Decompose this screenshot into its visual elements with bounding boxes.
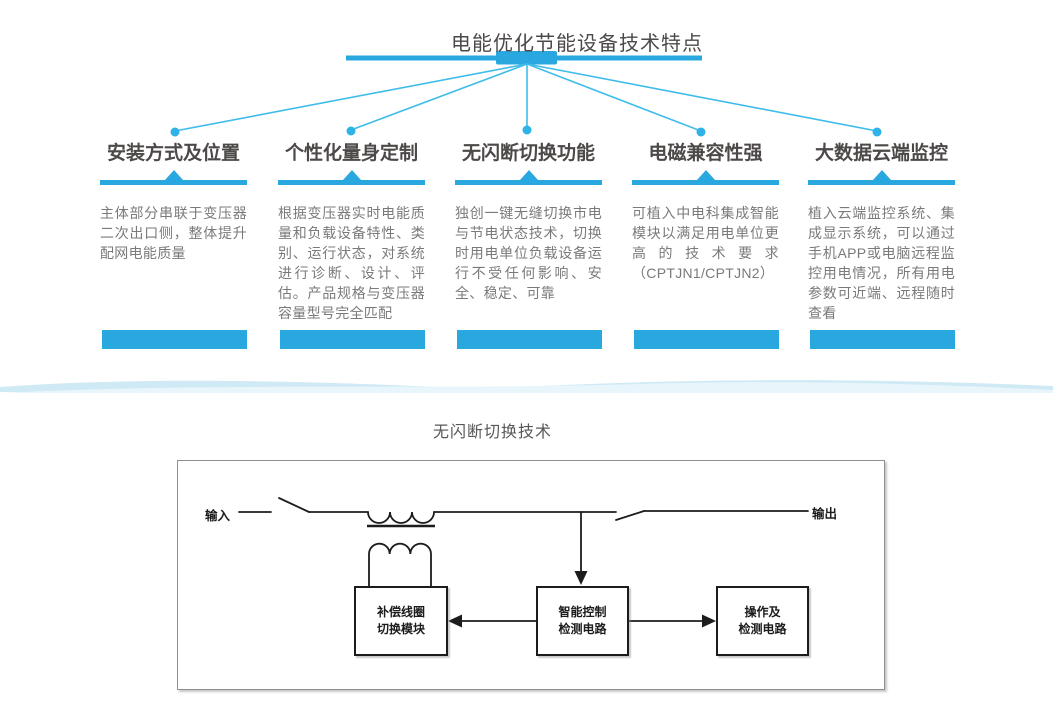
feature-title: 电磁兼容性强 (648, 143, 763, 164)
section-title: 无闪断切换技术 (433, 424, 553, 441)
switch-blade-left-icon (278, 497, 310, 513)
arrowheads (448, 571, 716, 628)
pointer-up-icon (164, 170, 183, 180)
feature-title: 大数据云端监控 (814, 143, 948, 164)
page-title: 电能优化节能设备技术特点 (451, 33, 703, 55)
control-circuit-box: 智能控制 检测电路 (536, 586, 629, 656)
feature-underline-bar (634, 330, 779, 349)
header-underline (632, 180, 779, 185)
feature-card: 个性化量身定制 根据变压器实时电能质量和负载设备特性、类别、运行状态，对系统进行… (278, 136, 425, 350)
output-label: 输出 (812, 507, 838, 521)
feature-description: 独创一键无缝切换市电与节电状态技术，切换时用电单位负载设备运行不受任何影响、安全… (455, 205, 602, 301)
arrow-down-icon (574, 571, 588, 585)
header-underline (278, 180, 425, 185)
section-divider-wave (0, 380, 1053, 393)
pointer-up-icon (696, 170, 715, 180)
header-underline (455, 180, 602, 185)
feature-card: 无闪断切换功能 独创一键无缝切换市电与节电状态技术，切换时用电单位负载设备运行不… (455, 136, 602, 350)
arrow-left-icon (448, 614, 462, 628)
secondary-coil-icon (368, 542, 432, 587)
feature-underline-bar (810, 330, 955, 349)
feature-card: 大数据云端监控 植入云端监控系统、集成显示系统，可以通过手机APP或电脑远程监控… (808, 136, 955, 350)
coil-module-box: 补偿线圈 切换模块 (354, 586, 448, 656)
feature-description: 可植入中电科集成智能模块以满足用电单位更高的技术要求（CPTJN1/CPTJN2… (632, 205, 779, 281)
feature-underline-bar (102, 330, 247, 349)
pointer-up-icon (519, 170, 538, 180)
feature-description: 根据变压器实时电能质量和负载设备特性、类别、运行状态，对系统进行诊断、设计、评估… (278, 205, 425, 321)
pointer-up-icon (342, 170, 361, 180)
hub-node (496, 51, 557, 65)
feature-title: 安装方式及位置 (106, 143, 240, 164)
switch-blade-right-icon (615, 510, 645, 521)
input-label: 输入 (205, 509, 231, 523)
feature-description: 植入云端监控系统、集成显示系统，可以通过手机APP或电脑远程监控用电情况，所有用… (808, 205, 955, 321)
header-underline (808, 180, 955, 185)
arrow-right-icon (702, 614, 716, 628)
feature-underline-bar (457, 330, 602, 349)
operation-circuit-box: 操作及 检测电路 (716, 586, 809, 656)
feature-fan-diagram-icon (170, 51, 882, 137)
fan-lines (174, 63, 878, 132)
circuit-diagram-panel: 输入 输出 补偿线圈 切换模块 智能控制 检测电路 操作及 检测电路 (177, 460, 885, 690)
pointer-up-icon (872, 170, 891, 180)
feature-description: 主体部分串联于变压器二次出口侧，整体提升配网电能质量 (100, 205, 247, 261)
header-underline (100, 180, 247, 185)
feature-card: 电磁兼容性强 可植入中电科集成智能模块以满足用电单位更高的技术要求（CPTJN1… (632, 136, 779, 350)
feature-card: 安装方式及位置 主体部分串联于变压器二次出口侧，整体提升配网电能质量 (100, 136, 247, 350)
circuit-wiring-icon (238, 497, 809, 628)
branch-dots (170, 125, 882, 137)
feature-underline-bar (280, 330, 425, 349)
feature-title: 个性化量身定制 (284, 143, 418, 164)
primary-coil-icon (367, 511, 435, 524)
feature-title: 无闪断切换功能 (461, 143, 595, 164)
